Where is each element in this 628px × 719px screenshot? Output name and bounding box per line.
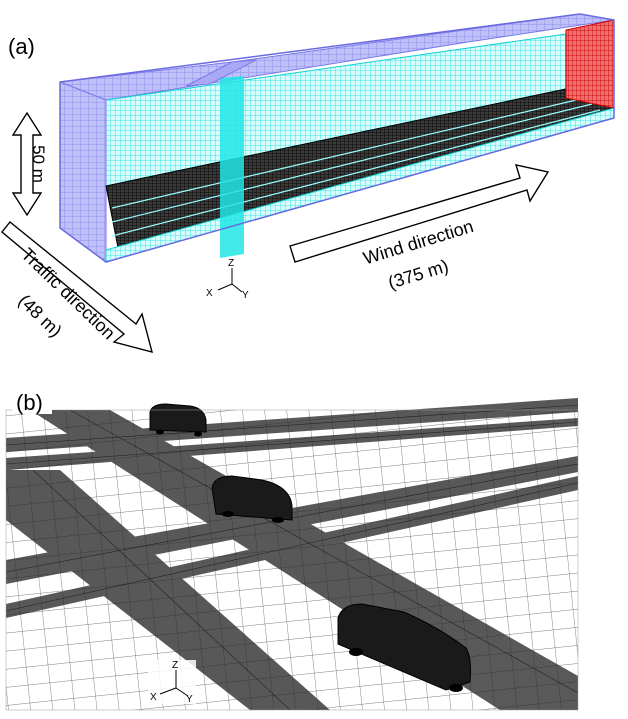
computational-domain (59, 13, 616, 263)
domain-outline (59, 13, 615, 263)
panel-b-frame (5, 409, 579, 711)
panel-b-label: (b) (16, 390, 43, 415)
domain-inlet-face (59, 81, 107, 263)
height-label: 50 m (29, 145, 48, 183)
road-strip-1 (111, 97, 586, 209)
panel-b-label-bg (12, 386, 52, 414)
axis-b-z: Z (172, 660, 178, 671)
panel-a: (a) 50 m (1, 13, 616, 353)
wind-label-2: (375 m) (386, 256, 451, 293)
cross-street-band (220, 76, 244, 258)
domain-outlet-face (565, 19, 615, 109)
axis-a-y: Y (242, 290, 249, 301)
vehicle-3 (337, 603, 471, 692)
vehicle-2 (211, 475, 293, 523)
axis-b-y: Y (186, 694, 193, 705)
panel-a-label: (a) (8, 34, 35, 59)
mesh-fine-lines (5, 404, 579, 711)
panel-b: (b) Z X Y (5, 386, 579, 711)
cross-street-top (185, 59, 257, 87)
axis-triad-b: Z X Y (148, 660, 196, 705)
vehicle-1 (149, 403, 207, 437)
road-strip-2 (111, 103, 593, 223)
height-arrow: 50 m (11, 111, 48, 217)
band-cross-left (6, 470, 330, 710)
traffic-label-2: (48 m) (15, 290, 66, 341)
axis-a-z: Z (228, 258, 234, 269)
axis-a-x: X (206, 288, 213, 299)
axis-triad-a: Z X Y (206, 258, 249, 301)
road-strip-3 (111, 109, 601, 237)
axis-b-x: X (150, 692, 157, 703)
